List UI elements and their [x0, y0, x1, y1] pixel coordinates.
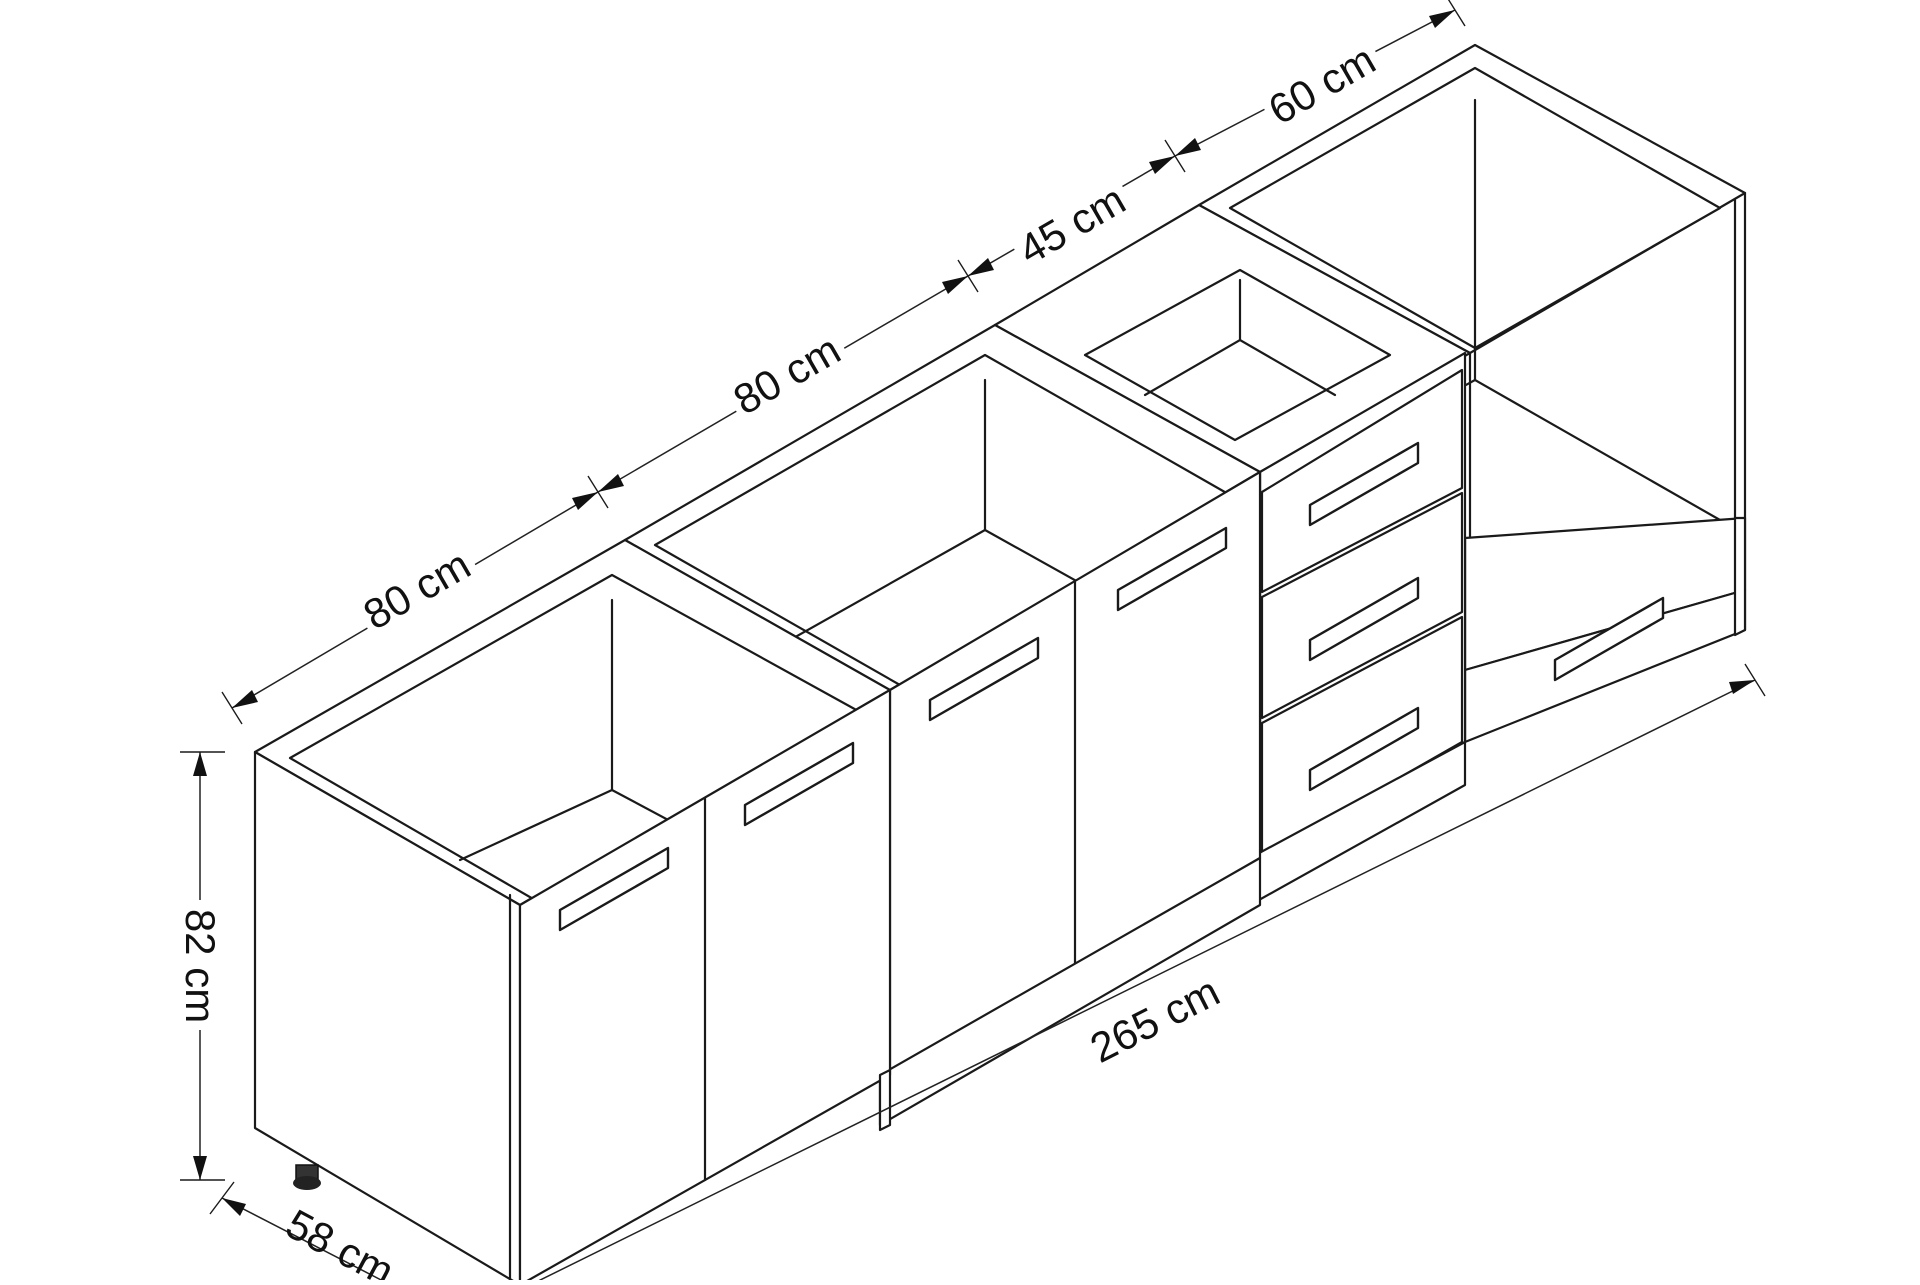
handle-7: [1308, 706, 1420, 792]
oven-cabinet: [1197, 43, 1747, 744]
dim-line-total-width: [528, 679, 1756, 1285]
handle-2: [743, 741, 855, 827]
label-width-1: 80 cm: [355, 541, 478, 639]
label-width-2: 80 cm: [725, 326, 848, 424]
adjustable-foot: [293, 1164, 321, 1190]
handle-6: [1308, 576, 1420, 662]
handle-5: [1308, 441, 1420, 527]
double-door-cabinet-1: [253, 538, 892, 1285]
handle-8: [1553, 596, 1665, 682]
handle-4: [1116, 526, 1228, 612]
label-depth: 58 cm: [279, 1200, 402, 1280]
handle-3: [928, 636, 1040, 722]
dimension-arrows: [193, 10, 1755, 1216]
double-door-cabinet-2: [623, 323, 1262, 1127]
handle-1: [558, 846, 670, 932]
label-height: 82 cm: [177, 909, 224, 1023]
handles: [558, 441, 1665, 932]
